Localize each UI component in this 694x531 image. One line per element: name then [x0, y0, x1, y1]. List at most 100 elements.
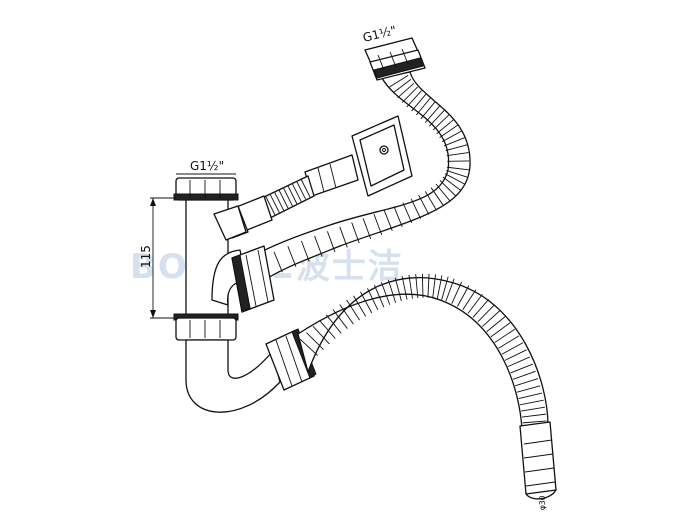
outlet-spigot: φ30: [519, 421, 557, 510]
hose-rib: [430, 187, 444, 207]
hose-rib: [424, 191, 437, 211]
hose-rib: [507, 356, 531, 368]
hose-rib: [265, 196, 276, 215]
hose-rib: [477, 304, 495, 323]
hose-rib: [325, 314, 342, 334]
hose-rib: [432, 114, 450, 131]
hose-rib: [339, 304, 354, 325]
hose-rib: [439, 180, 456, 197]
hose-rib: [380, 282, 391, 305]
top-thread-label: G1½": [361, 23, 397, 45]
hose-rib: [521, 406, 545, 412]
hose-rib: [446, 166, 469, 171]
hose-rib: [287, 185, 298, 204]
lower-body-nut: [173, 313, 239, 341]
hose-rib: [515, 378, 539, 387]
hose-rib: [444, 173, 465, 185]
hose-rib: [446, 170, 468, 178]
hose-rib: [312, 326, 330, 345]
hose-rib: [402, 202, 413, 223]
hose-rib: [512, 370, 536, 380]
hose-rib: [389, 75, 409, 88]
hose-rib: [373, 214, 383, 235]
hose-rib: [278, 190, 289, 209]
hose-rib: [367, 288, 379, 311]
top-connector-nut: G1½": [361, 23, 426, 81]
hose-rib: [299, 338, 319, 356]
hose-rib: [443, 137, 465, 147]
hose-rib: [393, 78, 412, 94]
hose-rib: [436, 275, 443, 299]
hose-rib: [418, 194, 430, 215]
hose-rib: [429, 109, 445, 127]
hose-rib: [387, 279, 397, 303]
hose-rib: [494, 328, 516, 343]
hose-rib: [482, 310, 501, 327]
hose-rib: [510, 363, 534, 374]
hose-rib: [501, 342, 524, 355]
hose-rib: [346, 299, 360, 321]
hose-rib: [394, 277, 402, 302]
outlet-dia-label: φ30: [538, 495, 547, 510]
hose-rib: [435, 183, 451, 202]
hose-rib: [441, 276, 449, 301]
hose-rib: [269, 194, 280, 213]
hose-rib: [445, 144, 468, 151]
hose-rib: [472, 298, 490, 318]
hose-rib: [467, 293, 483, 314]
hose-rib: [441, 130, 462, 143]
hose-rib: [283, 187, 293, 207]
hose-rib: [519, 399, 544, 406]
hose-rib: [498, 335, 520, 349]
hose-rib: [408, 274, 413, 299]
hose-rib: [415, 274, 419, 299]
hose-rib: [432, 274, 436, 299]
height-dim-label: 115: [139, 245, 153, 268]
hose-rib: [462, 289, 477, 310]
lower-corrugated-hose: [297, 273, 549, 431]
hose-rib: [490, 322, 511, 338]
hose-rib: [300, 179, 311, 198]
hose-rib: [393, 206, 403, 227]
hose-rib: [518, 392, 543, 399]
hose-rib: [486, 316, 506, 332]
hose-rib: [296, 181, 307, 200]
hose-rib: [522, 420, 547, 424]
hose-rib: [401, 276, 408, 300]
hose-rib: [436, 119, 454, 135]
hose-rib: [319, 320, 336, 339]
hose-rib: [383, 210, 393, 231]
hose-rib: [273, 251, 283, 273]
hose-rib: [339, 226, 348, 248]
hose-rib: [353, 295, 367, 317]
hose-rib: [445, 278, 455, 302]
left-top-nut: G1½": [173, 159, 239, 201]
hose-rib: [326, 231, 336, 253]
hose-rib: [401, 86, 418, 103]
hose-rib: [421, 273, 424, 298]
hose-rib: [373, 284, 385, 308]
hose-rib: [291, 183, 302, 202]
hose-rib: [287, 246, 297, 267]
hose-rib: [504, 349, 527, 361]
hose-rib: [332, 309, 348, 329]
hose-rib: [362, 218, 372, 240]
overflow-outlet: [304, 115, 413, 197]
left-thread-label: G1½": [190, 159, 224, 173]
hose-rib: [521, 413, 546, 418]
hose-rib: [406, 90, 422, 108]
hose-rib: [420, 101, 436, 120]
hose-rib: [351, 222, 360, 244]
hose-rib: [314, 235, 323, 257]
hose-rib: [456, 285, 470, 307]
hose-rib: [306, 332, 324, 350]
hose-rib: [427, 273, 430, 298]
hose-rib: [411, 94, 427, 112]
side-hose-nut: [231, 245, 275, 313]
hose-rib: [442, 176, 461, 191]
hose-rib: [516, 385, 541, 393]
hose-rib: [424, 105, 441, 123]
hose-rib: [451, 281, 463, 304]
u-bend: [185, 339, 281, 413]
